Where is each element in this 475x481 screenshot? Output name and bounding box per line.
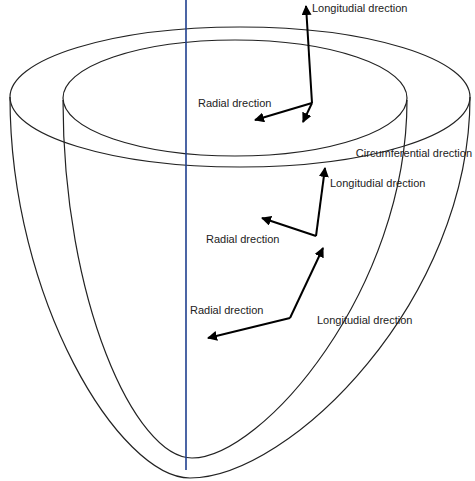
radial-label: Radial drection [206, 233, 279, 245]
radial-label: Radial drection [190, 304, 263, 316]
inner-wall [63, 100, 407, 458]
longitudinal-label: Longitudial drection [330, 177, 425, 189]
circumferential-label: Circumferential drection [356, 147, 472, 159]
longitudinal-arrow [290, 248, 323, 318]
radial-arrow [208, 318, 290, 338]
outer-rim [10, 27, 470, 167]
circumferential-arrow [303, 103, 312, 122]
longitudinal-arrow [306, 6, 312, 103]
radial-label: Radial drection [198, 97, 271, 109]
inner-rim [63, 40, 407, 156]
axis-line [185, 0, 187, 470]
longitudinal-label: Longitudial drection [317, 314, 412, 326]
longitudinal-arrow [316, 168, 325, 236]
longitudinal-label: Longitudial drection [312, 2, 407, 14]
